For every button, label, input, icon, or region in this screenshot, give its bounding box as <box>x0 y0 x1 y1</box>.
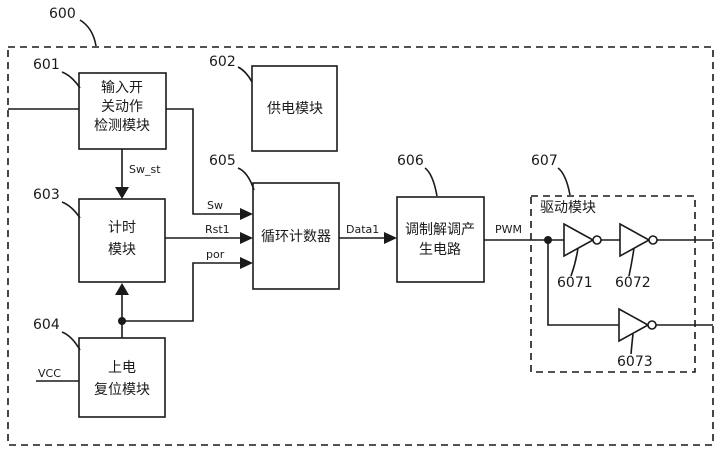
system-boundary <box>7 46 714 446</box>
sw-label: Sw <box>207 199 223 212</box>
vcc-label: VCC <box>38 367 61 380</box>
input-detect-line1: 输入开 <box>101 80 143 96</box>
data1-label: Data1 <box>346 223 379 236</box>
leader-604 <box>61 331 81 351</box>
ref-602: 602 <box>209 54 236 70</box>
inverter-6073 <box>618 307 650 343</box>
leader-600 <box>79 19 97 47</box>
input-detect-line2: 关动作 <box>101 99 143 115</box>
por-timer-arrowhead <box>115 283 129 295</box>
sw-st-label: Sw_st <box>129 163 161 176</box>
ref-607: 607 <box>531 153 558 169</box>
rst1-arrowhead <box>240 232 253 244</box>
inverter-6071 <box>563 222 595 258</box>
ref-605: 605 <box>209 153 236 169</box>
inverter-6072 <box>619 222 651 258</box>
pwm-branch-wire <box>547 240 619 326</box>
modem-line2: 生电路 <box>419 242 461 258</box>
ref-6071: 6071 <box>557 275 593 291</box>
por-arrowhead <box>240 257 253 269</box>
por-line2: 复位模块 <box>94 381 150 398</box>
sw-st-arrowhead <box>115 187 129 199</box>
timer-line1: 计时 <box>108 220 136 236</box>
ref-603: 603 <box>33 187 60 203</box>
leader-603 <box>61 201 81 219</box>
inverter-6071-bubble <box>592 235 602 245</box>
por-line1: 上电 <box>108 360 136 376</box>
sw-arrowhead <box>240 208 253 220</box>
ref-606: 606 <box>397 153 424 169</box>
ref-600: 600 <box>49 6 76 22</box>
leader-602 <box>237 66 253 83</box>
loop-counter-label: 循环计数器 <box>261 229 331 245</box>
driver-label: 驱动模块 <box>540 200 596 216</box>
timer-block <box>78 198 166 283</box>
modem-line1: 调制解调产 <box>405 222 475 238</box>
timer-line2: 模块 <box>108 242 136 258</box>
data1-arrowhead <box>384 232 397 244</box>
leader-606 <box>424 167 438 197</box>
sw-wire <box>166 108 241 215</box>
leader-601 <box>61 71 81 89</box>
ref-6073: 6073 <box>617 354 653 370</box>
input-detect-line3: 检测模块 <box>94 118 150 134</box>
por-wire <box>122 262 241 322</box>
rst1-label: Rst1 <box>205 223 230 236</box>
power-on-reset-block <box>78 337 166 418</box>
power-supply-block <box>251 65 338 152</box>
ref-604: 604 <box>33 317 60 333</box>
leader-607 <box>557 167 571 196</box>
power-supply-label: 供电模块 <box>267 101 323 117</box>
ref-601: 601 <box>33 57 60 73</box>
inverter-6073-bubble <box>647 320 657 330</box>
modem-block <box>396 196 485 283</box>
leader-6072 <box>628 247 635 277</box>
por-label: por <box>206 248 225 261</box>
loop-counter-block <box>252 182 340 290</box>
inverter-6072-bubble <box>648 235 658 245</box>
leader-6073 <box>630 333 634 355</box>
leader-605 <box>237 167 255 191</box>
driver-block <box>530 195 696 373</box>
pwm-label: PWM <box>495 223 522 236</box>
ref-6072: 6072 <box>615 275 651 291</box>
leader-6071 <box>570 247 579 277</box>
